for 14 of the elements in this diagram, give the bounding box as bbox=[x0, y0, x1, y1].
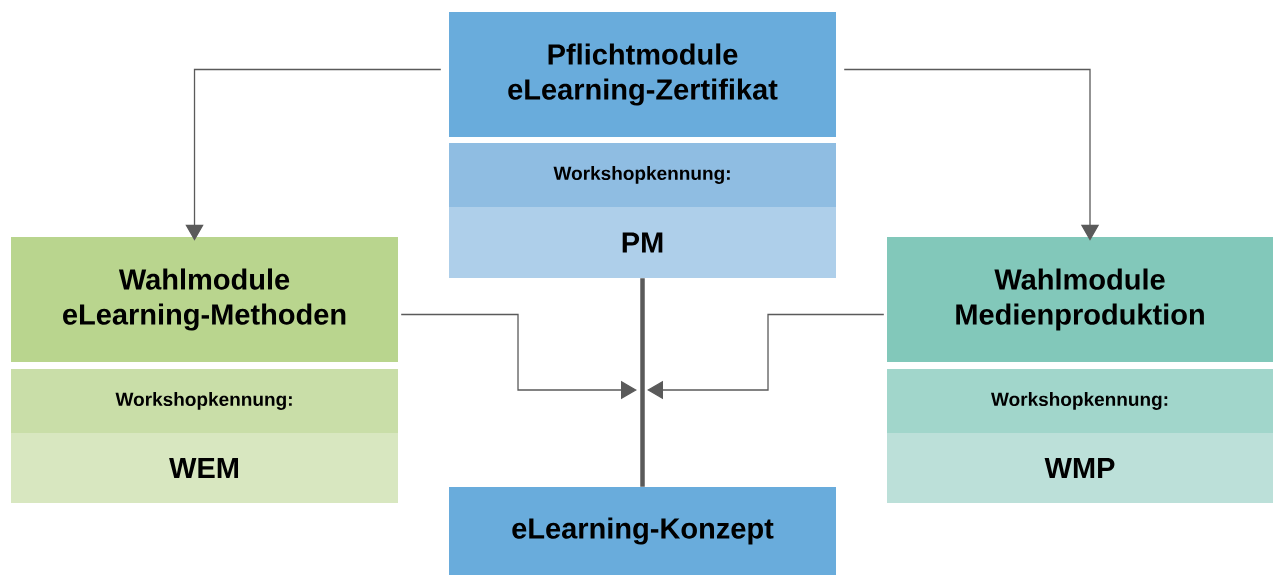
label-band: Workshopkennung: bbox=[887, 369, 1273, 433]
arrow bbox=[647, 313, 885, 400]
label-band: Workshopkennung: bbox=[449, 143, 836, 207]
code-band: WMP bbox=[887, 433, 1273, 503]
heading-box: Pflichtmodule eLearning-Zertifikat bbox=[449, 12, 836, 137]
heading-box: Wahlmodule eLearning-Methoden bbox=[11, 237, 398, 362]
arrow bbox=[185, 68, 442, 241]
process-box: eLearning-Konzept bbox=[449, 487, 836, 575]
arrow bbox=[843, 68, 1100, 241]
code-band: PM bbox=[449, 207, 836, 278]
connector-line bbox=[640, 278, 645, 487]
code-band: WEM bbox=[11, 433, 398, 503]
label-band: Workshopkennung: bbox=[11, 369, 398, 433]
heading-box: Wahlmodule Medienproduktion bbox=[887, 237, 1273, 362]
